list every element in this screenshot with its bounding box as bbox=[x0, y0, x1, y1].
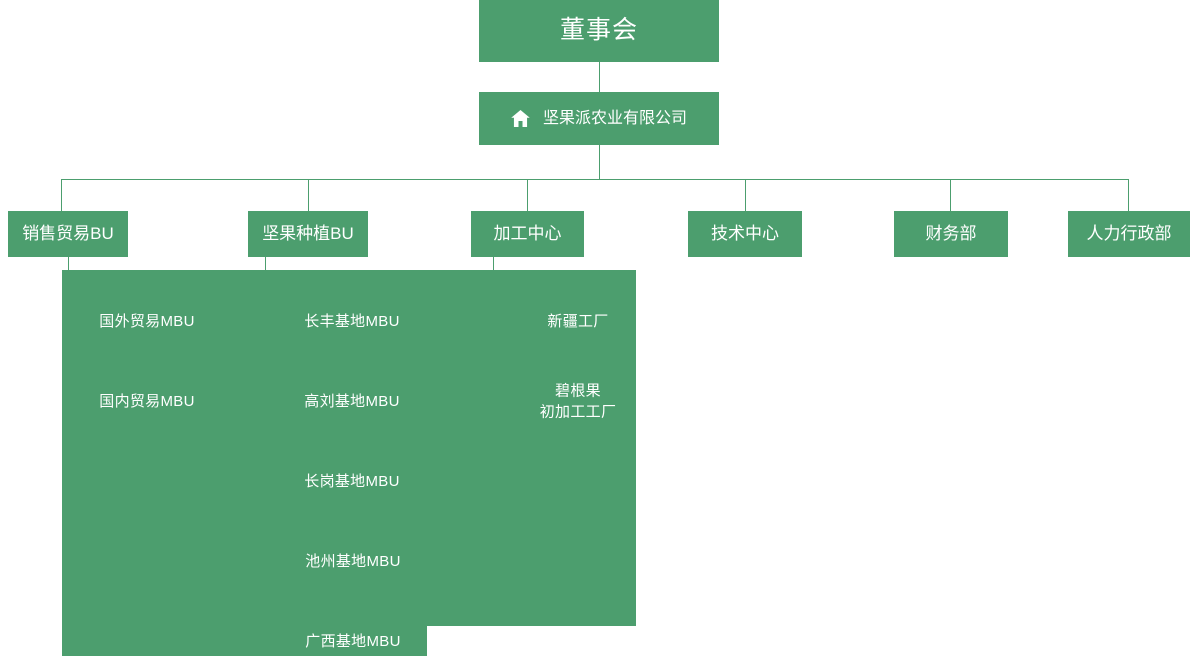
connector-drop-dept-2 bbox=[308, 179, 309, 211]
leaf-gaoliu-base-mbu[interactable]: 高刘基地MBU bbox=[304, 372, 399, 413]
leaf-changfeng-base-mbu[interactable]: 长丰基地MBU bbox=[304, 292, 399, 333]
connector-stub-sales-trade-bu bbox=[68, 257, 69, 271]
connector-board-to-company bbox=[599, 62, 600, 92]
node-department-label: 销售贸易BU bbox=[22, 224, 114, 244]
connector-drop-dept-1 bbox=[61, 179, 62, 211]
node-board-label: 董事会 bbox=[559, 16, 638, 45]
leaf-label: 高刘基地MBU bbox=[304, 393, 400, 410]
node-department-label: 坚果种植BU bbox=[262, 224, 354, 244]
node-department-finance[interactable]: 财务部 bbox=[894, 211, 1008, 257]
node-department-processing-center[interactable]: 加工中心 bbox=[471, 211, 584, 257]
connector-department-bus bbox=[61, 179, 1129, 180]
node-company-label: 坚果派农业有限公司 bbox=[543, 109, 688, 127]
node-department-sales-trade-bu[interactable]: 销售贸易BU bbox=[8, 211, 128, 257]
leaf-label: 池州基地MBU bbox=[305, 553, 401, 570]
leaf-chizhou-base-mbu[interactable]: 池州基地MBU bbox=[305, 532, 400, 573]
panel-subunits-foot bbox=[62, 626, 427, 656]
leaf-overseas-trade-mbu[interactable]: 国外贸易MBU bbox=[99, 292, 194, 333]
leaf-pecan-primary-processing-factory[interactable]: 碧根果 初加工工厂 bbox=[540, 362, 617, 423]
leaf-changgang-base-mbu[interactable]: 长岗基地MBU bbox=[304, 452, 399, 493]
node-department-nut-planting-bu[interactable]: 坚果种植BU bbox=[248, 211, 368, 257]
node-board-of-directors[interactable]: 董事会 bbox=[479, 0, 719, 62]
connector-stub-processing-center bbox=[493, 257, 494, 271]
connector-drop-dept-4 bbox=[745, 179, 746, 211]
connector-drop-dept-6 bbox=[1128, 179, 1129, 211]
leaf-label: 广西基地MBU bbox=[305, 633, 401, 650]
node-department-label: 财务部 bbox=[925, 224, 977, 244]
connector-drop-dept-5 bbox=[950, 179, 951, 211]
panel-subunits-body bbox=[62, 270, 636, 626]
connector-company-to-bus bbox=[599, 145, 600, 179]
leaf-label: 长岗基地MBU bbox=[304, 473, 400, 490]
leaf-label: 新疆工厂 bbox=[547, 313, 609, 330]
leaf-domestic-trade-mbu[interactable]: 国内贸易MBU bbox=[99, 372, 194, 413]
leaf-label: 国外贸易MBU bbox=[99, 313, 195, 330]
leaf-guangxi-base-mbu[interactable]: 广西基地MBU bbox=[305, 612, 400, 653]
node-department-technology-center[interactable]: 技术中心 bbox=[688, 211, 802, 257]
leaf-label: 长丰基地MBU bbox=[304, 313, 400, 330]
node-department-hr-admin[interactable]: 人力行政部 bbox=[1068, 211, 1190, 257]
node-department-label: 技术中心 bbox=[711, 224, 779, 244]
node-department-label: 人力行政部 bbox=[1086, 224, 1172, 244]
connector-stub-nut-planting-bu bbox=[265, 257, 266, 271]
leaf-label: 碧根果 初加工工厂 bbox=[539, 382, 617, 421]
home-icon bbox=[511, 110, 530, 127]
leaf-xinjiang-factory[interactable]: 新疆工厂 bbox=[547, 292, 608, 333]
leaf-label: 国内贸易MBU bbox=[99, 393, 195, 410]
node-department-label: 加工中心 bbox=[493, 224, 562, 244]
connector-drop-dept-3 bbox=[527, 179, 528, 211]
node-company[interactable]: 坚果派农业有限公司 bbox=[479, 92, 719, 145]
